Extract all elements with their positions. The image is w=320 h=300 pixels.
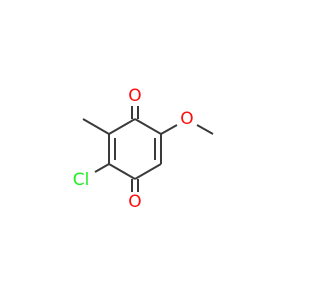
bond-c6-methyl (82, 118, 110, 135)
atom-o-top: O (128, 86, 141, 106)
molecule-diagram: O O O Cl (72, 86, 214, 212)
atom-o-methoxy: O (180, 109, 193, 129)
bond-c1-c2 (134, 118, 162, 135)
bond-c5-cl (94, 163, 110, 173)
bond-c2-o-methoxy (160, 124, 178, 135)
structure-drawing: O O O Cl (73, 86, 214, 212)
bond-c4-c5 (108, 163, 136, 180)
atom-o-bottom: O (128, 192, 141, 212)
bond-c3-c4 (134, 163, 162, 180)
bond-c6-c1 (108, 118, 136, 135)
bond-o-methyl (196, 124, 214, 135)
atom-cl: Cl (73, 170, 90, 190)
